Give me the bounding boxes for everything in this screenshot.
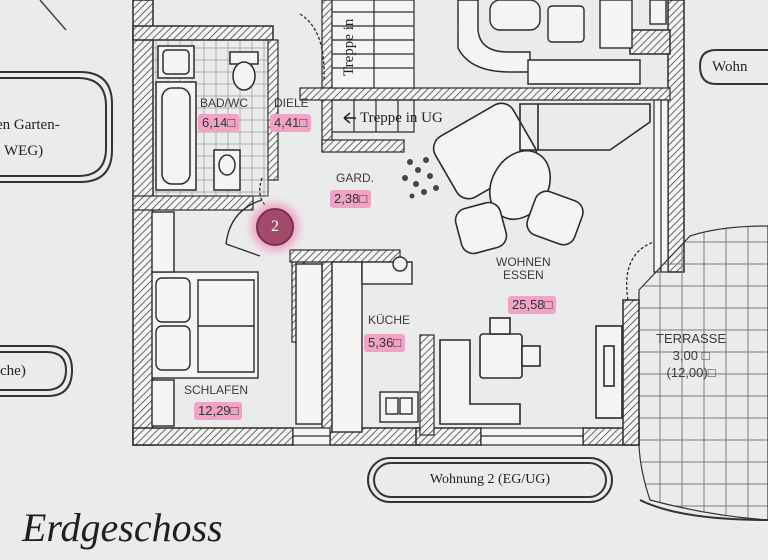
toilet <box>229 51 259 91</box>
unit-number-marker: 2 <box>256 208 294 246</box>
stairs-up-label: Treppe in <box>341 18 357 76</box>
door-swings <box>225 13 661 301</box>
room-name-terrasse: TERRASSE 3,00 □ (12,00)□ <box>656 330 726 381</box>
neighbor-badge-garden <box>0 71 113 183</box>
room-name-gard: GARD. <box>336 171 375 185</box>
room-name-bad: BAD/WC <box>200 96 248 110</box>
neighbor-badge-left <box>0 345 74 397</box>
upper-furniture <box>457 0 667 85</box>
room-name-schlafen: SCHLAFEN <box>184 383 249 397</box>
stairs-arrow <box>343 112 356 124</box>
room-area-gard: 2,38□ <box>330 190 372 208</box>
room-area-diele: 4,41□ <box>270 114 312 132</box>
room-area-schlafen: 12,29□ <box>194 402 243 420</box>
terrace <box>638 225 768 521</box>
room-area-wohnen: 25,58□ <box>508 296 557 314</box>
bathtub <box>155 81 197 191</box>
stairs-down-label: Treppe in UG <box>360 110 443 126</box>
windows <box>292 99 669 446</box>
bedroom-furniture <box>151 211 323 427</box>
room-name-kueche: KÜCHE <box>368 313 411 327</box>
kitchen-counters <box>331 256 419 433</box>
living-furniture <box>432 102 651 425</box>
interior-walls <box>132 0 671 436</box>
neighbor-label-left: che) <box>0 363 26 379</box>
right-unit-badge-frame <box>698 49 768 85</box>
room-name-wohnen: WOHNEN ESSEN <box>496 256 551 282</box>
sink <box>157 45 241 191</box>
right-unit-label: Wohn <box>712 59 748 75</box>
room-area-bad: 6,14□ <box>198 114 240 132</box>
plant-decor <box>402 157 439 199</box>
staircase <box>331 0 415 133</box>
room-name-terrasse-text: TERRASSE 3,00 □ (12,00)□ <box>656 331 727 380</box>
neighbor-label-garden-1: en Garten- <box>0 117 60 133</box>
room-area-kueche: 5,36□ <box>364 334 406 352</box>
floor-title: Erdgeschoss <box>22 505 223 550</box>
neighbor-label-garden-2: WEG) <box>4 143 44 159</box>
room-name-wohnen-text: WOHNEN ESSEN <box>496 255 551 282</box>
room-name-diele: DIELE <box>274 96 309 110</box>
unit-badge-frame <box>367 457 613 503</box>
unit-badge-label: Wohnung 2 (EG/UG) <box>429 472 551 487</box>
